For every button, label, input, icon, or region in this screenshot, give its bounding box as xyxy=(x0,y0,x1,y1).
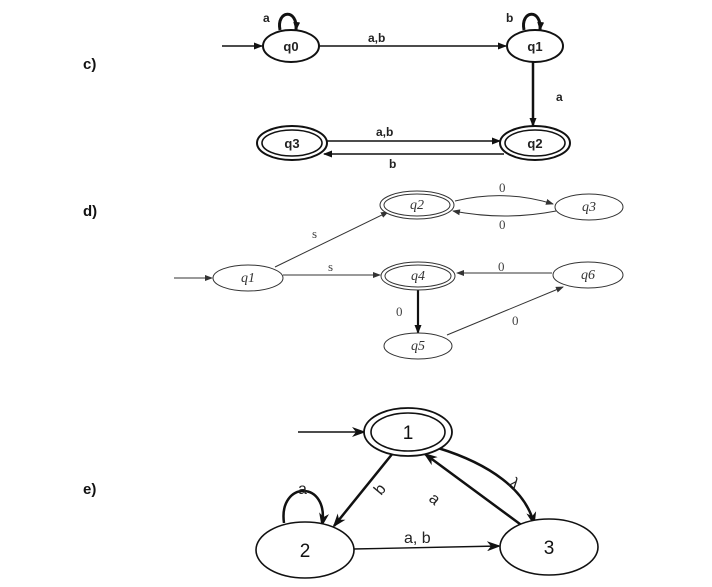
c-state-q3-label: q3 xyxy=(284,136,299,151)
d-state-q5: q5 xyxy=(383,332,453,360)
e-edge-1-2 xyxy=(332,452,394,528)
c-state-q2-label: q2 xyxy=(527,136,542,151)
e-edge-3-1 xyxy=(423,452,525,529)
c-edge-q1-q2-label: a xyxy=(556,90,563,104)
d-edge-q1-q2 xyxy=(274,211,389,268)
c-edge-q0-loop-label: a xyxy=(263,11,270,25)
panel-d: d) s s 0 0 0 0 0 q1 q2 xyxy=(83,180,624,360)
d-state-q6: q6 xyxy=(552,261,624,289)
c-state-q2: q2 xyxy=(499,125,571,161)
c-edge-q2-q3-label: b xyxy=(389,157,396,171)
e-state-1: 1 xyxy=(363,407,453,457)
c-edge-q0-q1-label: a,b xyxy=(368,31,385,45)
d-state-q4-label: q4 xyxy=(411,269,425,284)
d-edge-q1-q4-label: s xyxy=(328,259,333,274)
c-edge-q1-loop-label: b xyxy=(506,11,513,25)
e-edge-2-3-label: a, b xyxy=(404,530,431,547)
e-state-2: 2 xyxy=(255,521,355,579)
c-state-q1-label: q1 xyxy=(527,39,542,54)
e-edge-1-3 xyxy=(437,446,537,526)
c-state-q0: q0 xyxy=(262,29,320,63)
d-state-q3-label: q3 xyxy=(582,200,596,215)
panel-e: e) a b a λ a, b 1 2 3 xyxy=(83,407,599,579)
d-state-q4: q4 xyxy=(380,261,456,291)
c-edge-q0-loop xyxy=(278,12,301,31)
e-state-1-label: 1 xyxy=(403,423,414,444)
e-edge-2-3 xyxy=(352,541,501,552)
e-state-2-label: 2 xyxy=(300,541,311,562)
d-state-q2-label: q2 xyxy=(410,198,424,213)
d-state-q1: q1 xyxy=(212,264,284,292)
d-edge-q1-q2-label: s xyxy=(312,226,317,241)
d-state-q6-label: q6 xyxy=(581,268,595,283)
d-edge-q2-q3-label: 0 xyxy=(499,180,506,195)
e-edge-1-3-label: λ xyxy=(506,475,523,493)
c-state-q0-label: q0 xyxy=(283,39,298,54)
d-state-q5-label: q5 xyxy=(411,339,425,354)
e-edge-2-loop-label: a xyxy=(298,481,307,498)
e-edge-2-loop xyxy=(282,489,330,527)
c-state-q3: q3 xyxy=(256,125,328,161)
d-edge-q5-q6 xyxy=(446,286,564,336)
e-edge-1-2-label: b xyxy=(371,481,390,499)
d-state-q2: q2 xyxy=(379,190,455,220)
d-edge-q4-q5-label: 0 xyxy=(396,304,403,319)
panel-c-label: c) xyxy=(83,56,96,73)
panel-c: c) a b a,b a a,b b q0 q1 xyxy=(83,11,571,171)
d-state-q3: q3 xyxy=(554,193,624,221)
c-edge-q1-loop xyxy=(522,12,545,31)
panel-d-label: d) xyxy=(83,203,97,220)
e-state-3: 3 xyxy=(499,518,599,576)
e-state-3-label: 3 xyxy=(544,538,555,559)
d-state-q1-label: q1 xyxy=(241,271,255,286)
d-edge-q3-q2-label: 0 xyxy=(499,217,506,232)
d-edge-q6-q4-label: 0 xyxy=(498,259,505,274)
e-edge-3-1-label: a xyxy=(425,490,443,509)
d-edge-q5-q6-label: 0 xyxy=(512,313,519,328)
c-state-q1: q1 xyxy=(506,29,564,63)
c-edge-q3-q2-label: a,b xyxy=(376,125,393,139)
d-edge-q2-q3 xyxy=(454,195,554,205)
d-edge-q3-q2 xyxy=(452,209,557,217)
panel-e-label: e) xyxy=(83,481,96,498)
